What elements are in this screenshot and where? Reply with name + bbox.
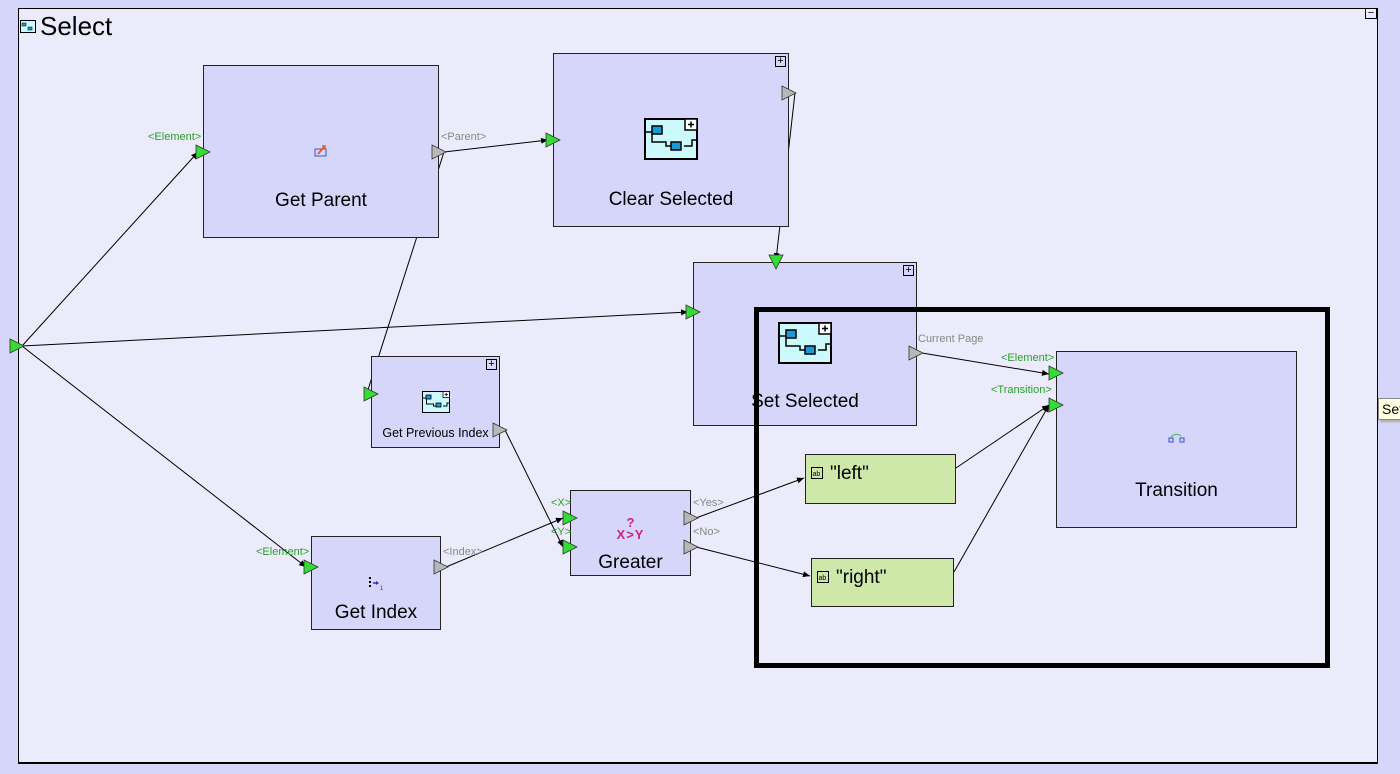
- port-label: <Element>: [256, 546, 310, 558]
- wire: [21, 345, 307, 568]
- node-label: Greater: [598, 552, 663, 573]
- node-greater[interactable]: ? X>Y Greater: [570, 490, 691, 576]
- wire: [21, 309, 689, 347]
- node-label: Clear Selected: [608, 189, 734, 210]
- wire: [443, 137, 549, 153]
- svg-text:ab: ab: [819, 575, 827, 582]
- greater-icon: X>Y: [616, 527, 645, 542]
- wire: [955, 404, 1050, 469]
- wire: [953, 404, 1050, 573]
- node-constant-right[interactable]: ab "right": [811, 558, 954, 607]
- flow-title: Select: [20, 11, 112, 42]
- expand-button[interactable]: +: [903, 265, 914, 276]
- index-icon: 1: [369, 577, 384, 591]
- node-label: "right": [836, 567, 887, 588]
- transition-icon: [1168, 433, 1185, 443]
- node-label: Get Previous Index: [382, 426, 489, 440]
- subflow-icon: [422, 391, 450, 413]
- tooltip: Set: [1378, 398, 1400, 420]
- node-label: Get Parent: [275, 190, 367, 211]
- port-label: <Yes>: [693, 497, 724, 509]
- svg-text:ab: ab: [813, 471, 821, 478]
- string-constant-icon: ab: [817, 571, 829, 583]
- port-label: Current Page: [918, 333, 984, 345]
- node-get-previous-index[interactable]: + Get Previous Index: [371, 356, 500, 448]
- wire: [695, 546, 811, 578]
- flow-title-text: Select: [40, 11, 113, 41]
- node-label: Transition: [1135, 480, 1218, 501]
- port-label: <Element>: [1001, 352, 1055, 364]
- string-constant-icon: ab: [811, 467, 823, 479]
- node-clear-selected[interactable]: + Clear Selected: [553, 53, 789, 227]
- subflow-icon: [778, 322, 832, 364]
- node-transition[interactable]: Transition: [1056, 351, 1297, 528]
- expand-button[interactable]: +: [486, 359, 497, 370]
- node-set-selected[interactable]: + Set Selected: [693, 262, 917, 426]
- port-label: <Transition>: [991, 384, 1052, 396]
- node-constant-left[interactable]: ab "left": [805, 454, 956, 504]
- wire: [445, 517, 564, 568]
- node-label: Set Selected: [751, 391, 859, 412]
- node-get-parent[interactable]: Get Parent: [203, 65, 439, 238]
- expand-button[interactable]: +: [775, 56, 786, 67]
- port-label: <X>: [551, 497, 572, 509]
- port-label: <Parent>: [441, 131, 487, 143]
- wire: [695, 477, 805, 519]
- greater-icon-question: ?: [626, 515, 635, 530]
- node-get-index[interactable]: 1 Get Index: [311, 536, 441, 630]
- svg-text:1: 1: [380, 586, 384, 591]
- get-parent-icon: [314, 145, 327, 157]
- wire: [921, 352, 1050, 376]
- wire: [504, 429, 564, 548]
- port-label: <Y>: [551, 526, 572, 538]
- port-label: <No>: [693, 526, 720, 538]
- collapse-button[interactable]: −: [1365, 8, 1377, 19]
- node-label: Get Index: [334, 602, 418, 623]
- subflow-icon: [644, 118, 698, 160]
- wire: [21, 151, 199, 347]
- subflow-icon: [20, 20, 36, 33]
- port-label: <Index>: [443, 546, 483, 558]
- node-label: "left": [830, 463, 869, 484]
- port-label: <Element>: [148, 131, 202, 143]
